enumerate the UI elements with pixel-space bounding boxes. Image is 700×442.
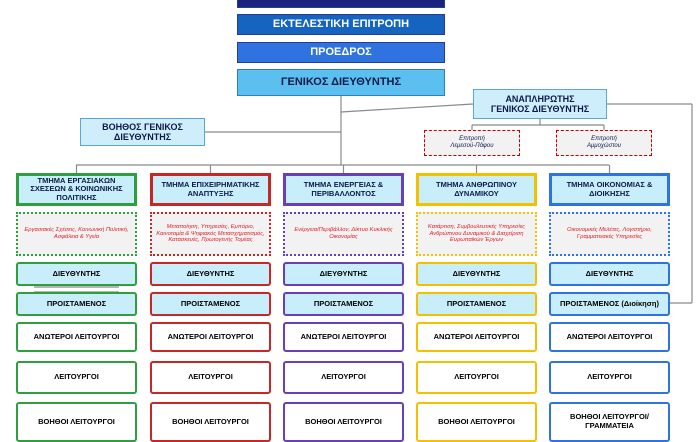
general-manager-box: ΓΕΝΙΚΟΣ ΔΙΕΥΘΥΝΤΗΣ <box>237 69 445 96</box>
executive-committee-box: ΕΚΤΕΛΕΣΤΙΚΗ ΕΠΙΤΡΟΠΗ <box>237 14 445 35</box>
head-box: ΠΡΟΙΣΤΑΜΕΝΟΣ <box>416 292 537 316</box>
deputy-general-manager-box: ΑΝΑΠΛΗΡΩΤΗΣ ΓΕΝΙΚΟΣ ΔΙΕΥΘΥΝΤΗΣ <box>473 89 607 119</box>
senior-officers-box: ΑΝΩΤΕΡΟΙ ΛΕΙΤΟΥΡΓΟΙ <box>283 322 404 352</box>
head-box: ΠΡΟΙΣΤΑΜΕΝΟΣ <box>16 292 137 316</box>
department-duties: Ενέργεια/Περιβάλλον, Δίκτυο Κυκλικής Οικ… <box>283 212 404 256</box>
department-title: ΤΜΗΜΑ ΕΡΓΑΣΙΑΚΩΝ ΣΧΕΣΕΩΝ & ΚΟΙΝΩΝΙΚΗΣ ΠΟ… <box>16 173 137 206</box>
head-box: ΠΡΟΙΣΤΑΜΕΝΟΣ (Διοίκηση) <box>549 292 670 316</box>
assistant-officers-box: ΒΟΗΘΟΙ ΛΕΙΤΟΥΡΓΟΙ <box>16 402 137 442</box>
officers-box: ΛΕΙΤΟΥΡΓΟΙ <box>283 361 404 394</box>
assistant-officers-box: ΒΟΗΘΟΙ ΛΕΙΤΟΥΡΓΟΙ <box>283 402 404 442</box>
senior-officers-box: ΑΝΩΤΕΡΟΙ ΛΕΙΤΟΥΡΓΟΙ <box>549 322 670 352</box>
senior-officers-box: ΑΝΩΤΕΡΟΙ ΛΕΙΤΟΥΡΓΟΙ <box>150 322 271 352</box>
officers-box: ΛΕΙΤΟΥΡΓΟΙ <box>416 361 537 394</box>
president-box: ΠΡΟΕΔΡΟΣ <box>237 42 445 63</box>
director-box: ΔΙΕΥΘΥΝΤΗΣ <box>16 262 137 286</box>
director-box: ΔΙΕΥΘΥΝΤΗΣ <box>283 262 404 286</box>
assistant-officers-box: ΒΟΗΘΟΙ ΛΕΙΤΟΥΡΓΟΙ/ ΓΡΑΜΜΑΤΕΙΑ <box>549 402 670 442</box>
officers-box: ΛΕΙΤΟΥΡΓΟΙ <box>16 361 137 394</box>
officers-box: ΛΕΙΤΟΥΡΓΟΙ <box>549 361 670 394</box>
head-box: ΠΡΟΙΣΤΑΜΕΝΟΣ <box>283 292 404 316</box>
assistant-general-manager-box: ΒΟΗΘΟΣ ΓΕΝΙΚΟΣ ΔΙΕΥΘΥΝΤΗΣ <box>80 118 205 146</box>
committee-famagusta: Επιτροπή Αμμοχώστου <box>556 130 652 156</box>
head-box: ΠΡΟΙΣΤΑΜΕΝΟΣ <box>150 292 271 316</box>
senior-officers-box: ΑΝΩΤΕΡΟΙ ΛΕΙΤΟΥΡΓΟΙ <box>16 322 137 352</box>
deputy-gm-line <box>340 103 474 113</box>
senior-officers-box: ΑΝΩΤΕΡΟΙ ΛΕΙΤΟΥΡΓΟΙ <box>416 322 537 352</box>
department-title: ΤΜΗΜΑ ΕΠΙΧΕΙΡΗΜΑΤΙΚΗΣ ΑΝΑΠΤΥΞΗΣ <box>150 173 271 206</box>
assistant-officers-box: ΒΟΗΘΟΙ ΛΕΙΤΟΥΡΓΟΙ <box>150 402 271 442</box>
department-duties: Μεταποίηση, Υπηρεσίες, Εμπόριο, Καινοτομ… <box>150 212 271 256</box>
department-title: ΤΜΗΜΑ ΟΙΚΟΝΟΜΙΑΣ & ΔΙΟΙΚΗΣΗΣ <box>549 173 670 206</box>
director-box: ΔΙΕΥΘΥΝΤΗΣ <box>416 262 537 286</box>
officers-box: ΛΕΙΤΟΥΡΓΟΙ <box>150 361 271 394</box>
board-bar <box>237 0 445 8</box>
department-duties: Κατάρτιση, Συμβουλευτικές Υπηρεσίες Ανθρ… <box>416 212 537 256</box>
assistant-officers-box: ΒΟΗΘΟΙ ΛΕΙΤΟΥΡΓΟΙ <box>416 402 537 442</box>
committee-limassol-paphos: Επιτροπή Λεμεσού-Πάφου <box>424 130 520 156</box>
department-title: ΤΜΗΜΑ ΕΝΕΡΓΕΙΑΣ & ΠΕΡΙΒΑΛΛΟΝΤΟΣ <box>283 173 404 206</box>
department-duties: Οικονομικές Μελέτες, Λογιστήριο, Γραμματ… <box>549 212 670 256</box>
director-box: ΔΙΕΥΘΥΝΤΗΣ <box>549 262 670 286</box>
director-box: ΔΙΕΥΘΥΝΤΗΣ <box>150 262 271 286</box>
department-duties: Εργασιακές Σχέσεις, Κοινωνική Πολιτική, … <box>16 212 137 256</box>
department-title: ΤΜΗΜΑ ΑΝΘΡΩΠΙΝΟΥ ΔΥΝΑΜΙΚΟΥ <box>416 173 537 206</box>
